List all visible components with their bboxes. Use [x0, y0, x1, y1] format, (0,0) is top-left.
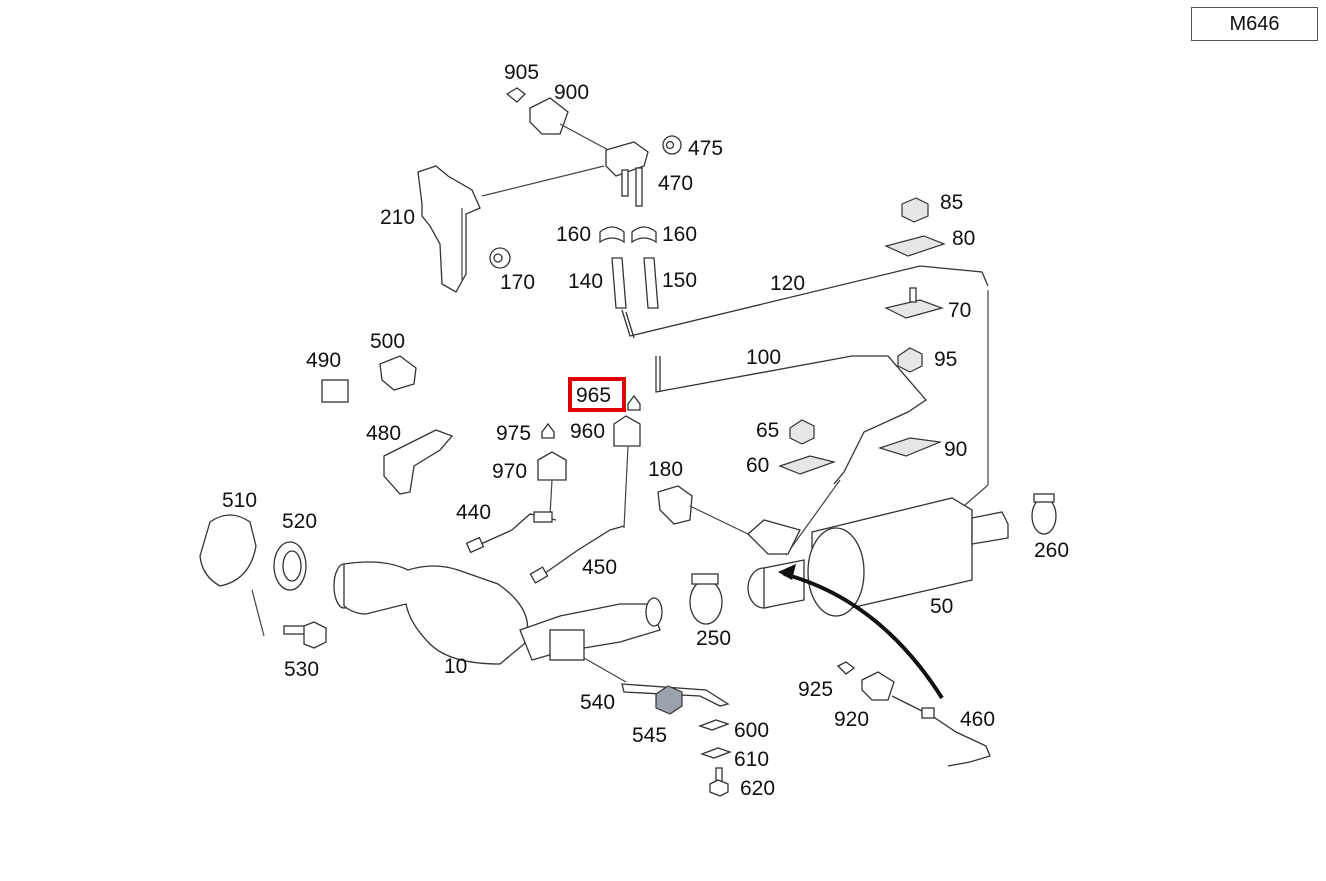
part-120-pipe-drawing	[621, 265, 989, 506]
label-180[interactable]: 180	[648, 458, 683, 481]
part-180-drawing	[657, 485, 749, 535]
label-475[interactable]: 475	[688, 137, 723, 160]
part-925-drawing	[836, 661, 856, 675]
label-500[interactable]: 500	[370, 330, 405, 353]
label-65[interactable]: 65	[756, 419, 779, 442]
part-970-drawing	[537, 451, 567, 517]
label-545[interactable]: 545	[632, 724, 667, 747]
part-95-drawing	[897, 347, 923, 373]
label-90[interactable]: 90	[944, 438, 967, 461]
label-50[interactable]: 50	[930, 595, 953, 618]
label-170[interactable]: 170	[500, 271, 535, 294]
part-610-drawing	[700, 747, 732, 759]
label-905[interactable]: 905	[504, 61, 539, 84]
part-210-drawing	[417, 165, 605, 293]
label-610[interactable]: 610	[734, 748, 769, 771]
model-code-box: M646	[1191, 7, 1318, 41]
part-510-drawing	[199, 514, 265, 637]
part-260-drawing	[1031, 493, 1057, 535]
part-10-drawing	[333, 561, 663, 665]
part-100-pipe-drawing	[655, 355, 927, 556]
part-450-drawing	[529, 525, 625, 584]
label-260[interactable]: 260	[1034, 539, 1069, 562]
part-960-drawing	[613, 415, 641, 529]
highlight-box-965	[568, 377, 626, 412]
part-900-drawing	[529, 97, 569, 135]
label-530[interactable]: 530	[284, 658, 319, 681]
label-10[interactable]: 10	[444, 655, 467, 678]
label-85[interactable]: 85	[940, 191, 963, 214]
label-965[interactable]: 965	[576, 384, 611, 407]
part-80-drawing	[884, 235, 946, 257]
label-80[interactable]: 80	[952, 227, 975, 250]
label-250[interactable]: 250	[696, 627, 731, 650]
label-540[interactable]: 540	[580, 691, 615, 714]
part-500-drawing	[379, 355, 417, 391]
part-65-drawing	[789, 419, 815, 445]
label-450[interactable]: 450	[582, 556, 617, 579]
part-140-150-hoses-drawing	[611, 257, 659, 309]
label-460[interactable]: 460	[960, 708, 995, 731]
location-arrow	[778, 564, 944, 700]
part-480-drawing	[383, 429, 454, 495]
label-520[interactable]: 520	[282, 510, 317, 533]
part-965-drawing	[627, 394, 641, 411]
label-210[interactable]: 210	[380, 206, 415, 229]
part-160-clips-drawing	[599, 226, 657, 244]
label-925[interactable]: 925	[798, 678, 833, 701]
part-545-drawing	[655, 685, 683, 715]
label-470[interactable]: 470	[658, 172, 693, 195]
label-900[interactable]: 900	[554, 81, 589, 104]
label-510[interactable]: 510	[222, 489, 257, 512]
label-120[interactable]: 120	[770, 272, 805, 295]
label-160-right[interactable]: 160	[662, 223, 697, 246]
part-620-drawing	[709, 767, 729, 797]
part-905-drawing	[505, 87, 526, 103]
part-490-drawing	[321, 379, 349, 403]
label-60[interactable]: 60	[746, 454, 769, 477]
label-620[interactable]: 620	[740, 777, 775, 800]
part-530-drawing	[283, 621, 327, 649]
label-600[interactable]: 600	[734, 719, 769, 742]
part-460-drawing	[891, 695, 991, 767]
label-95[interactable]: 95	[934, 348, 957, 371]
label-970[interactable]: 970	[492, 460, 527, 483]
part-540-drawing	[583, 657, 730, 707]
part-470-drawing	[605, 141, 649, 207]
label-490[interactable]: 490	[306, 349, 341, 372]
label-140[interactable]: 140	[568, 270, 603, 293]
part-85-drawing	[901, 197, 929, 223]
label-920[interactable]: 920	[834, 708, 869, 731]
label-70[interactable]: 70	[948, 299, 971, 322]
part-50-drawing	[747, 497, 1009, 617]
label-100[interactable]: 100	[746, 346, 781, 369]
label-960[interactable]: 960	[570, 420, 605, 443]
part-520-drawing	[273, 541, 307, 591]
part-250-drawing	[689, 573, 723, 625]
part-600-drawing	[698, 719, 730, 731]
part-60-drawing	[778, 455, 837, 475]
label-150[interactable]: 150	[662, 269, 697, 292]
part-90-drawing	[878, 437, 943, 457]
label-480[interactable]: 480	[366, 422, 401, 445]
label-440[interactable]: 440	[456, 501, 491, 524]
part-975-drawing	[541, 422, 555, 439]
part-440-drawing	[465, 511, 557, 554]
part-170-drawing	[489, 247, 511, 269]
part-920-drawing	[861, 671, 895, 701]
part-70-drawing	[884, 287, 944, 319]
part-475-drawing	[662, 135, 682, 155]
label-975[interactable]: 975	[496, 422, 531, 445]
label-160-left[interactable]: 160	[556, 223, 591, 246]
